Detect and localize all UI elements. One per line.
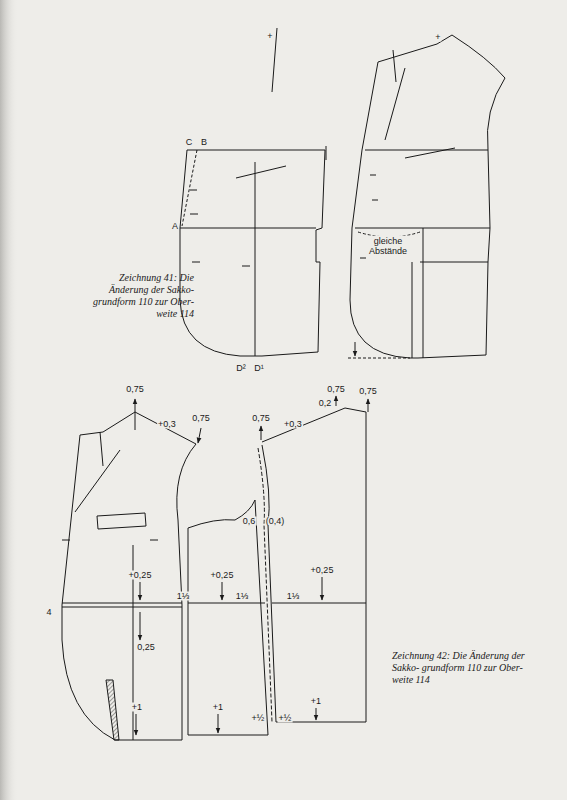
figure-caption: Zeichnung 41: Die Änderung der Sakko- gr…: [82, 272, 194, 320]
dimension-label: 0,75: [191, 414, 211, 423]
dimension-label: +: [266, 32, 273, 41]
dimension-label: 0,25: [136, 643, 156, 652]
dimension-label: (0,4): [265, 517, 286, 526]
dimension-label: 0,2: [318, 399, 333, 408]
dimension-label: +0,25: [210, 571, 235, 580]
dimension-label: D²: [235, 364, 247, 373]
dimension-label: D¹: [253, 364, 265, 373]
dimension-label: +0,3: [157, 420, 177, 429]
dimension-label: 0,75: [251, 414, 271, 423]
dimension-label: B: [200, 138, 208, 147]
dimension-label: 0,75: [125, 385, 145, 394]
dimension-label: 4: [45, 608, 52, 617]
dimension-label: +0,25: [310, 566, 335, 575]
dimension-label: 1⅓: [176, 592, 191, 601]
dimension-label: A: [171, 222, 179, 231]
dimension-label: +1: [131, 703, 143, 712]
dimension-label: +0,3: [283, 420, 303, 429]
dimension-label: 0,75: [326, 385, 346, 394]
dimension-label: 0,6: [242, 517, 257, 526]
note-label: gleiche Abstände: [361, 236, 415, 257]
dimension-label: 1⅓: [286, 592, 301, 601]
dimension-label: +1: [212, 703, 224, 712]
dimension-label: +1: [310, 697, 322, 706]
dimension-label: +0,25: [128, 571, 153, 580]
dimension-label: C: [185, 138, 194, 147]
dimension-label: +½: [251, 714, 266, 723]
dimension-label: +½: [278, 714, 293, 723]
figure-caption: Zeichnung 42: Die Änderung der Sakko- gr…: [392, 650, 540, 686]
dimension-label: +: [434, 33, 441, 42]
dimension-label: 0,75: [358, 387, 378, 396]
dimension-label: 1⅓: [235, 592, 250, 601]
